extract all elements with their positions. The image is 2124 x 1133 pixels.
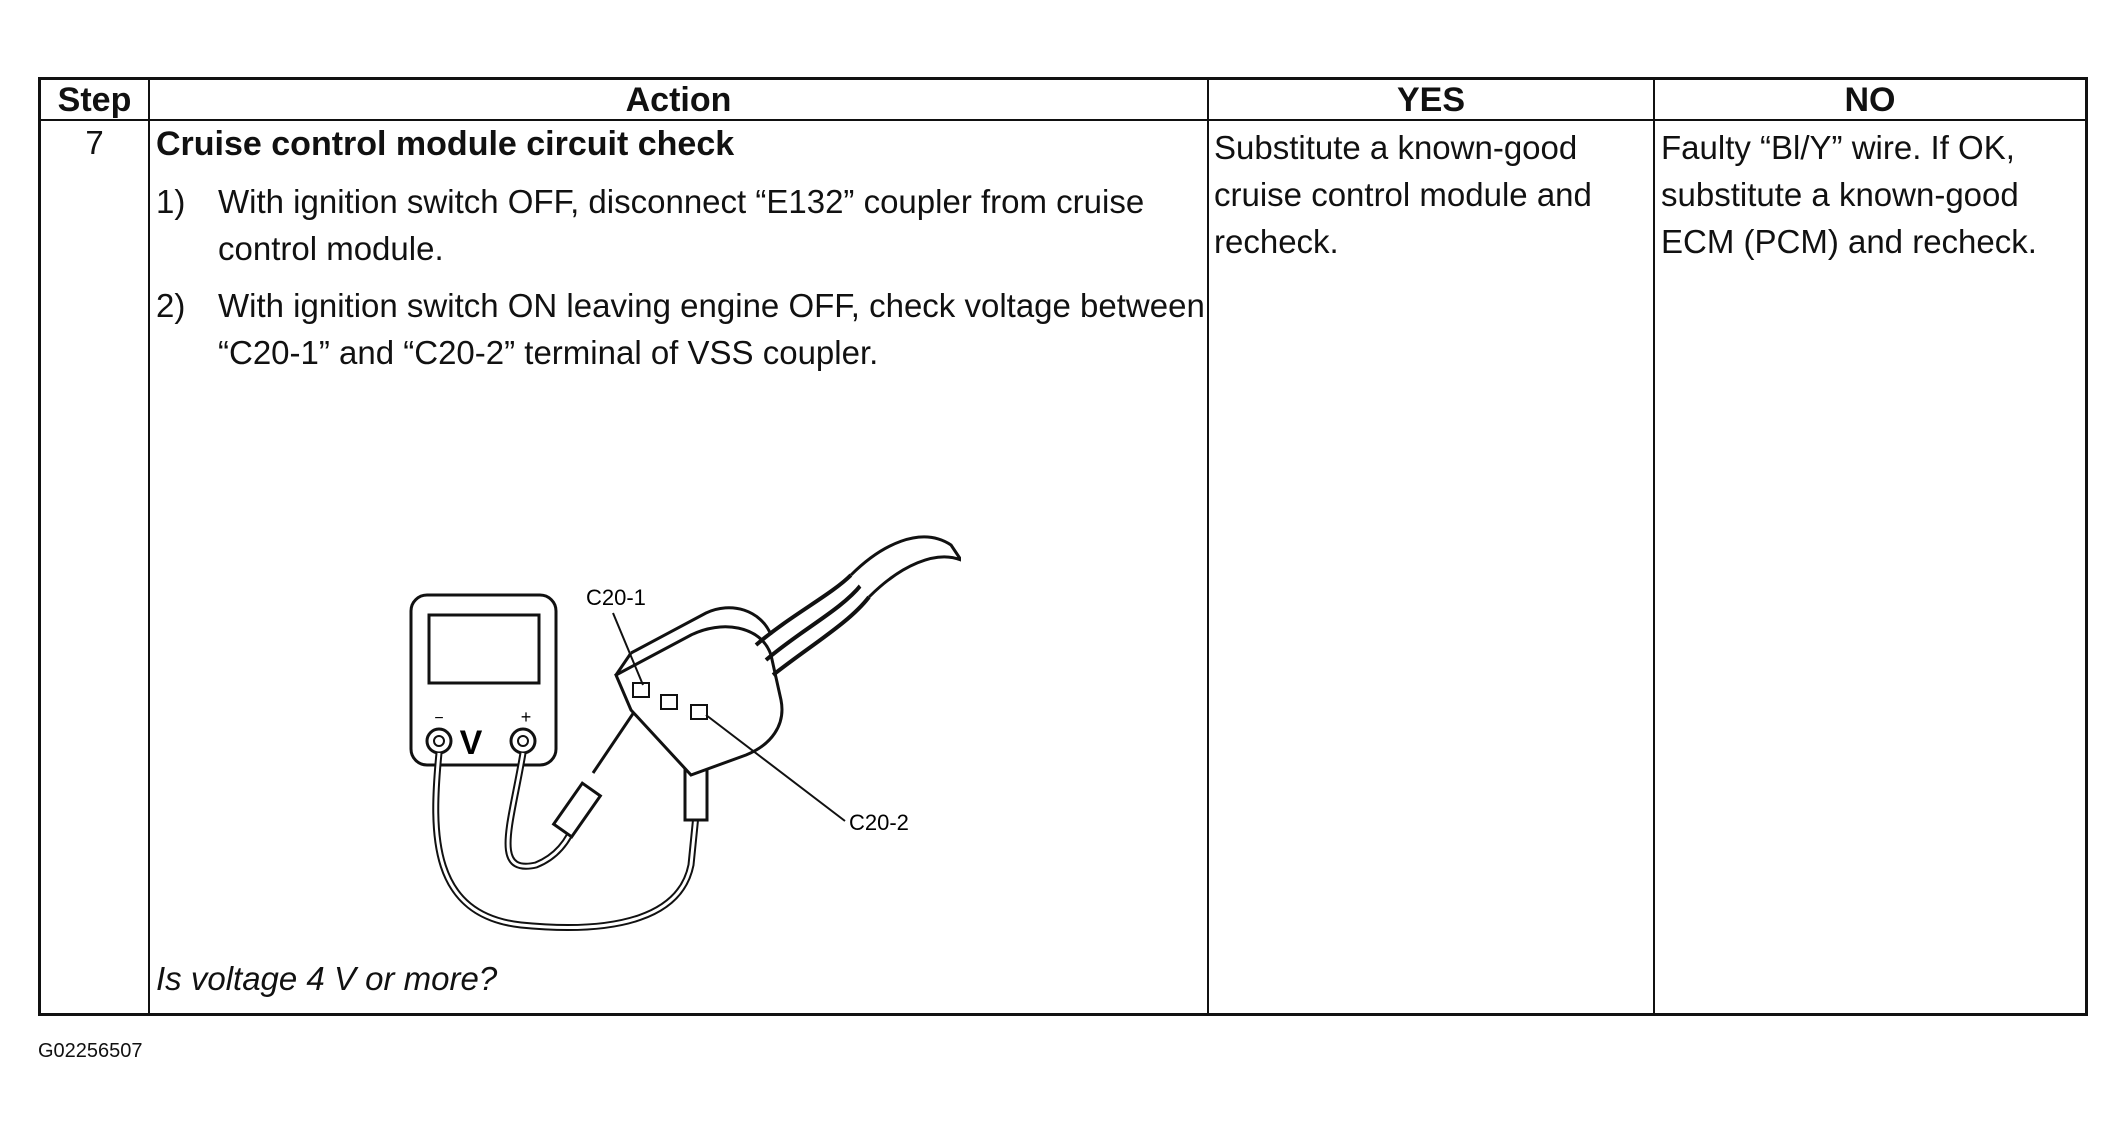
- label-c20-1: C20-1: [586, 585, 646, 610]
- voltmeter-diagram: V − +: [409, 535, 961, 931]
- action-title: Cruise control module circuit check: [156, 125, 735, 163]
- figure-code: G02256507: [38, 1040, 143, 1062]
- item-number: 2): [156, 287, 186, 324]
- diagnostic-table: Step Action YES NO 7 Cruise control modu…: [38, 77, 2088, 1016]
- action-cell: Cruise control module circuit check 1) W…: [156, 120, 1236, 376]
- list-item: 1) With ignition switch OFF, disconnect …: [156, 178, 1236, 272]
- question-text: Is voltage 4 V or more?: [156, 960, 498, 997]
- yes-cell: Substitute a known-good cruise control m…: [1214, 129, 1592, 260]
- meter-symbol: V: [460, 724, 483, 762]
- header-step: Step: [57, 81, 132, 119]
- voltmeter-display: [427, 613, 541, 685]
- header-yes: YES: [1396, 81, 1466, 119]
- column-divider: [1207, 80, 1209, 1013]
- leader-c20-1: [612, 612, 644, 686]
- vss-coupler: [614, 606, 784, 777]
- minus-terminal: [425, 727, 453, 755]
- step-number: 7: [85, 124, 104, 161]
- plus-terminal: [509, 727, 537, 755]
- label-c20-2: C20-2: [849, 810, 909, 835]
- leader-c20-2: [705, 714, 846, 822]
- item-text: With ignition switch OFF, disconnect “E1…: [218, 183, 1145, 267]
- item-text: With ignition switch ON leaving engine O…: [218, 287, 1205, 371]
- header-divider: [41, 119, 2085, 121]
- list-item: 2) With ignition switch ON leaving engin…: [156, 282, 1236, 376]
- item-number: 1): [156, 183, 186, 220]
- header-no: NO: [1844, 81, 1896, 119]
- wire-harness: [754, 535, 961, 677]
- plus-sign: +: [521, 707, 532, 727]
- no-cell: Faulty “Bl/Y” wire. If OK, substitute a …: [1661, 129, 2037, 260]
- header-action: Action: [625, 81, 732, 119]
- column-divider: [1653, 80, 1655, 1013]
- minus-sign: −: [434, 710, 443, 727]
- column-divider: [148, 80, 150, 1013]
